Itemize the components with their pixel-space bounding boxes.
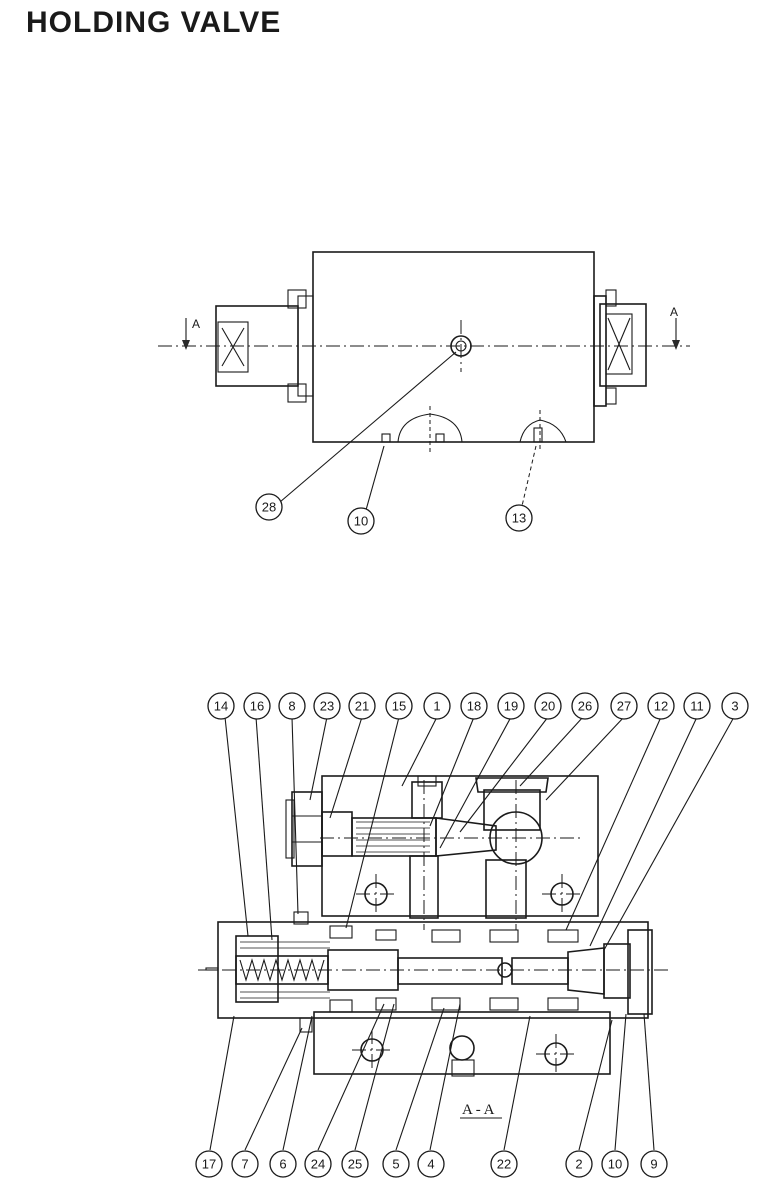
svg-text:10: 10 [608, 1157, 622, 1172]
callout-19: 19 [497, 692, 525, 720]
callout-28: 28 [255, 493, 283, 521]
section-view: A - A [198, 775, 668, 1119]
end-cap [627, 929, 653, 1015]
svg-text:19: 19 [504, 699, 518, 714]
callout-11: 11 [683, 692, 711, 720]
svg-text:21: 21 [355, 699, 369, 714]
callout-15: 15 [385, 692, 413, 720]
svg-text:18: 18 [467, 699, 481, 714]
svg-text:4: 4 [427, 1157, 434, 1172]
callout-10-bottom: 10 [601, 1150, 629, 1178]
svg-text:5: 5 [392, 1157, 399, 1172]
callout-12: 12 [647, 692, 675, 720]
svg-text:11: 11 [690, 699, 704, 714]
callout-25: 25 [341, 1150, 369, 1178]
svg-text:9: 9 [650, 1157, 657, 1172]
svg-text:12: 12 [654, 699, 668, 714]
svg-text:16: 16 [250, 699, 264, 714]
callout-21: 21 [348, 692, 376, 720]
callout-8: 8 [278, 692, 306, 720]
callout-6: 6 [269, 1150, 297, 1178]
svg-text:20: 20 [541, 699, 555, 714]
callout-27: 27 [610, 692, 638, 720]
spool [397, 957, 503, 985]
callout-23: 23 [313, 692, 341, 720]
callout-14: 14 [207, 692, 235, 720]
svg-text:23: 23 [320, 699, 334, 714]
callout-13: 13 [505, 504, 533, 532]
callout-1: 1 [423, 692, 451, 720]
lower-base [313, 1011, 611, 1075]
callout-10: 10 [347, 507, 375, 535]
valve-body-top-view [312, 251, 595, 443]
callout-16: 16 [243, 692, 271, 720]
svg-text:10: 10 [354, 514, 368, 529]
svg-text:17: 17 [202, 1157, 216, 1172]
callout-26: 26 [571, 692, 599, 720]
svg-text:25: 25 [348, 1157, 362, 1172]
callout-18: 18 [460, 692, 488, 720]
section-marker-right: A [670, 305, 678, 319]
section-label: A - A [462, 1102, 495, 1118]
section-marker-left: A [192, 317, 200, 331]
svg-text:22: 22 [497, 1157, 511, 1172]
callout-5: 5 [382, 1150, 410, 1178]
callout-2: 2 [565, 1150, 593, 1178]
callout-24: 24 [304, 1150, 332, 1178]
svg-text:6: 6 [279, 1157, 286, 1172]
callout-4: 4 [417, 1150, 445, 1178]
callout-3: 3 [721, 692, 749, 720]
svg-text:7: 7 [241, 1157, 248, 1172]
svg-text:26: 26 [578, 699, 592, 714]
svg-text:15: 15 [392, 699, 406, 714]
top-view: A A [158, 251, 690, 511]
svg-text:27: 27 [617, 699, 631, 714]
svg-text:13: 13 [512, 511, 526, 526]
svg-text:24: 24 [311, 1157, 325, 1172]
section-leaders [209, 716, 735, 1151]
svg-text:1: 1 [433, 699, 440, 714]
callout-9: 9 [640, 1150, 668, 1178]
page-title: HOLDING VALVE [26, 6, 282, 39]
svg-text:28: 28 [262, 500, 276, 515]
svg-text:2: 2 [575, 1157, 582, 1172]
callout-20: 20 [534, 692, 562, 720]
callout-7: 7 [231, 1150, 259, 1178]
callout-17: 17 [195, 1150, 223, 1178]
callout-22: 22 [490, 1150, 518, 1178]
svg-text:8: 8 [288, 699, 295, 714]
svg-text:3: 3 [731, 699, 738, 714]
right-plug [599, 303, 647, 387]
port-circle [450, 335, 472, 357]
svg-text:14: 14 [214, 699, 228, 714]
